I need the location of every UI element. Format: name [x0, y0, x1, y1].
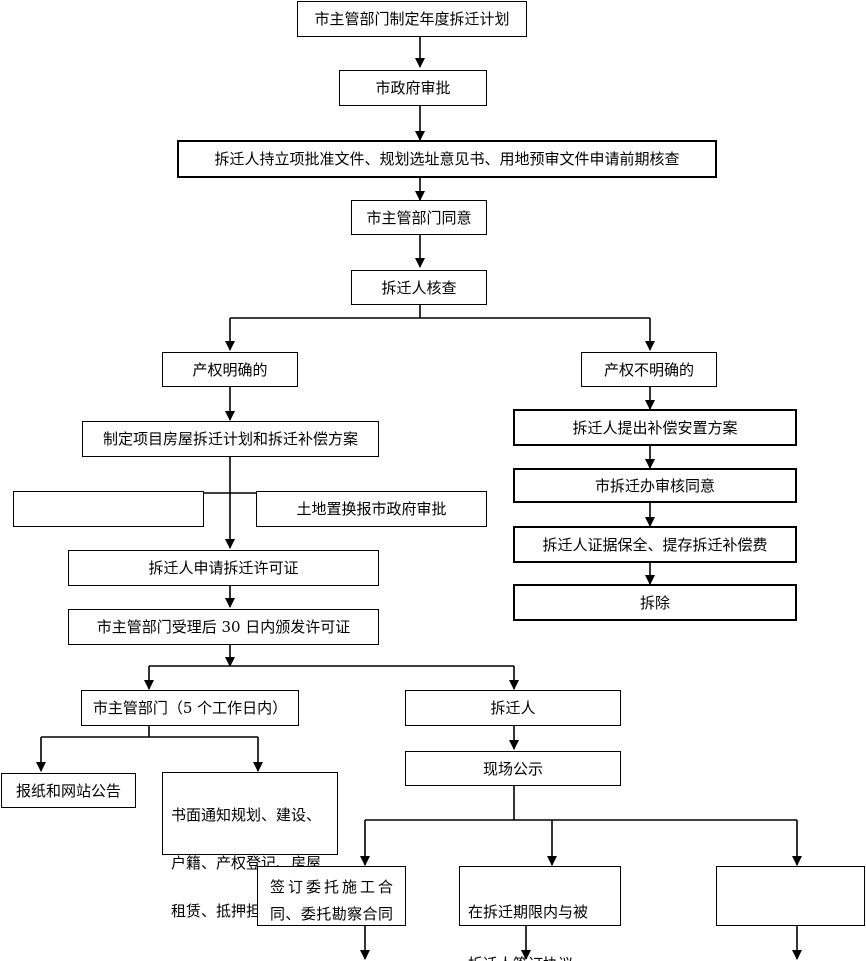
node-pre-check: 拆迁人持立项批准文件、规划选址意见书、用地预审文件申请前期核查 [177, 140, 717, 178]
node-demolish: 拆除 [513, 584, 797, 621]
node-unclear-title: 产权不明确的 [581, 352, 717, 387]
node-apply-permit: 拆迁人申请拆迁许可证 [68, 550, 379, 586]
contract-line-2: 同、委托勘察合同 [270, 905, 393, 923]
agreement-line-2: 拆迁人签订协议 [468, 951, 616, 961]
node-verify: 拆迁人核查 [351, 270, 487, 305]
node-blank-left [13, 491, 204, 527]
agreement-line-1: 在拆迁期限内与被 [468, 903, 589, 921]
notify-line-1: 书面通知规划、建设、 [171, 806, 322, 824]
node-plan: 市主管部门制定年度拆迁计划 [297, 1, 527, 37]
contract-line-1: 签订委托施工合 [270, 878, 393, 896]
node-onsite-notice: 现场公示 [405, 751, 621, 786]
node-make-plan: 制定项目房屋拆迁计划和拆迁补偿方案 [82, 421, 379, 457]
node-agreement: 在拆迁期限内与被 拆迁人签订协议 [459, 866, 621, 961]
node-office-approve: 市拆迁办审核同意 [513, 468, 797, 503]
node-gov-approve: 市政府审批 [339, 70, 487, 106]
node-issue-permit: 市主管部门受理后 30 日内颁发许可证 [68, 609, 379, 645]
node-dept-agree: 市主管部门同意 [351, 200, 487, 235]
node-contract: 签订委托施工合 同、委托勘察合同 [257, 866, 406, 926]
node-land-swap: 土地置换报市政府审批 [256, 491, 487, 527]
node-newspaper: 报纸和网站公告 [1, 773, 136, 808]
node-propose-plan: 拆迁人提出补偿安置方案 [513, 409, 797, 446]
node-preserve: 拆迁人证据保全、提存拆迁补偿费 [513, 526, 797, 563]
node-notify-departments: 书面通知规划、建设、 户籍、产权登记、房屋 租赁、抵押担保等部门 [162, 772, 338, 920]
node-dept-5days: 市主管部门（5 个工作日内） [81, 690, 299, 726]
node-blank-right [716, 866, 865, 926]
node-clear-title: 产权明确的 [162, 352, 298, 387]
node-demolisher: 拆迁人 [405, 690, 621, 726]
